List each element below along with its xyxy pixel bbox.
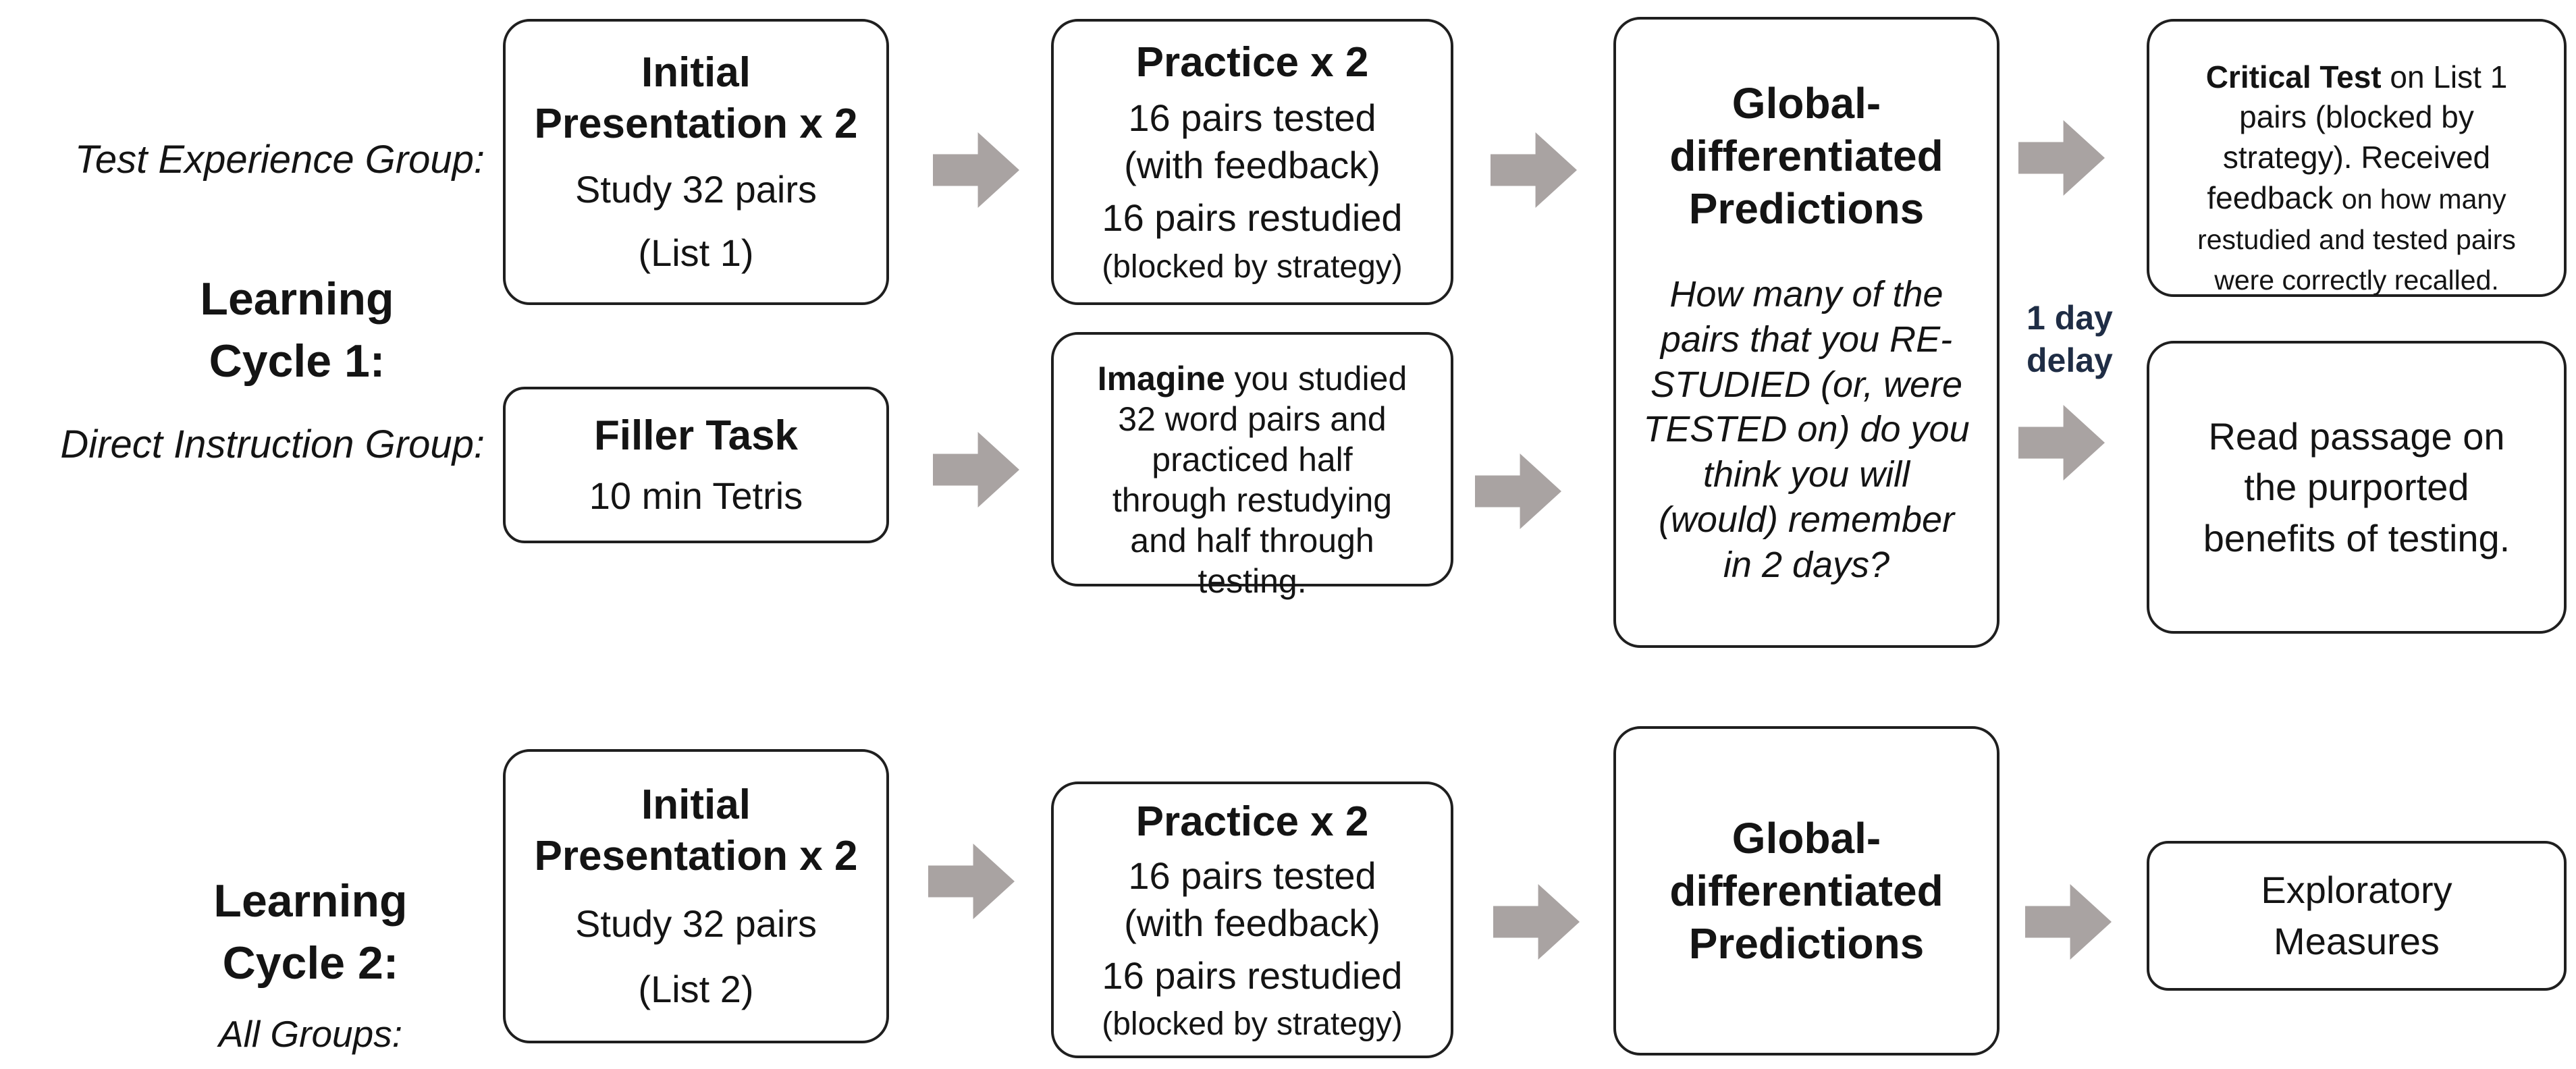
label-learning-cycle-2: Learning Cycle 2: All Groups: (122, 808, 500, 1069)
box-imagine: Imagine you studied 32 word pairs and pr… (1051, 332, 1453, 600)
box-practice-cycle2: Practice x 2 16 pairs tested (with feedb… (1051, 782, 1453, 1058)
box-exploratory-measures: Exploratory Measures (2147, 841, 2567, 991)
practice-tested: 16 pairs tested (with feedback) (1124, 96, 1380, 186)
global-predictions-title: Global- differentiated Predictions (1669, 813, 1943, 968)
practice-blocked: (blocked by strategy) (1102, 1006, 1403, 1042)
label-one-day-delay: 1 day delay (2027, 299, 2113, 379)
label-learning-cycle-1: Learning Cycle 1: (200, 273, 394, 387)
box-global-predictions-cycle1: Global- differentiated Predictions How m… (1613, 17, 2000, 648)
arrow-right-icon (2018, 405, 2105, 481)
arrow-right-icon (933, 432, 1019, 508)
label-direct-instruction-group: Direct Instruction Group: (60, 422, 485, 466)
imagine-rest: you studied 32 word pairs and practiced … (1112, 359, 1407, 600)
box-critical-test: Critical Test on List 1 pairs (blocked b… (2147, 19, 2567, 297)
critical-test-small: on how many restudied and tested pairs w… (2197, 183, 2516, 296)
critical-test-text: Critical Test on List 1 pairs (blocked b… (2197, 17, 2516, 300)
practice-title: Practice x 2 (1135, 38, 1369, 86)
box-filler-task: Filler Task 10 min Tetris (503, 387, 889, 543)
initial-presentation-title: Initial Presentation x 2 (534, 49, 858, 147)
critical-test-lead: Critical Test (2205, 59, 2382, 94)
label-test-experience-group: Test Experience Group: (74, 138, 485, 182)
global-predictions-question: How many of the pairs that you RE- STUDI… (1643, 273, 1970, 586)
box-read-passage: Read passage on the purported benefits o… (2147, 341, 2567, 634)
box-global-predictions-cycle2: Global- differentiated Predictions (1613, 726, 2000, 1056)
imagine-lead: Imagine (1097, 359, 1225, 398)
read-passage-text: Read passage on the purported benefits o… (2203, 414, 2511, 559)
practice-restudied: 16 pairs restudied (1102, 954, 1403, 997)
arrow-right-icon (1493, 884, 1580, 960)
box-initial-presentation-cycle2: Initial Presentation x 2 Study 32 pairs … (503, 749, 889, 1043)
global-predictions-title: Global- differentiated Predictions (1669, 78, 1943, 233)
practice-title: Practice x 2 (1135, 798, 1369, 845)
exploratory-measures-text: Exploratory Measures (2261, 869, 2452, 962)
initial-presentation-body: Study 32 pairs (575, 167, 817, 211)
arrow-right-icon (1491, 132, 1577, 208)
practice-tested: 16 pairs tested (with feedback) (1124, 854, 1380, 945)
imagine-text: Imagine you studied 32 word pairs and pr… (1098, 318, 1407, 601)
critical-test-large: on List 1 pairs (blocked by strategy). R… (2207, 59, 2508, 215)
practice-restudied: 16 pairs restudied (1102, 196, 1403, 240)
arrow-right-icon (2018, 120, 2105, 196)
arrow-right-icon (2025, 884, 2112, 960)
arrow-right-icon (1475, 454, 1561, 529)
initial-presentation-list: (List 2) (638, 967, 754, 1010)
initial-presentation-title: Initial Presentation x 2 (534, 782, 858, 879)
arrow-right-icon (928, 844, 1015, 919)
initial-presentation-list: (List 1) (638, 231, 754, 274)
label-all-groups: All Groups: (218, 1013, 403, 1056)
box-initial-presentation-cycle1: Initial Presentation x 2 Study 32 pairs … (503, 19, 889, 305)
label-learning-cycle-2-text: Learning Cycle 2: (213, 875, 408, 989)
filler-task-body: 10 min Tetris (589, 474, 803, 518)
arrow-right-icon (933, 132, 1019, 208)
practice-blocked: (blocked by strategy) (1102, 249, 1403, 285)
filler-task-title: Filler Task (593, 412, 799, 459)
initial-presentation-body: Study 32 pairs (575, 902, 817, 945)
box-practice-cycle1: Practice x 2 16 pairs tested (with feedb… (1051, 19, 1453, 305)
